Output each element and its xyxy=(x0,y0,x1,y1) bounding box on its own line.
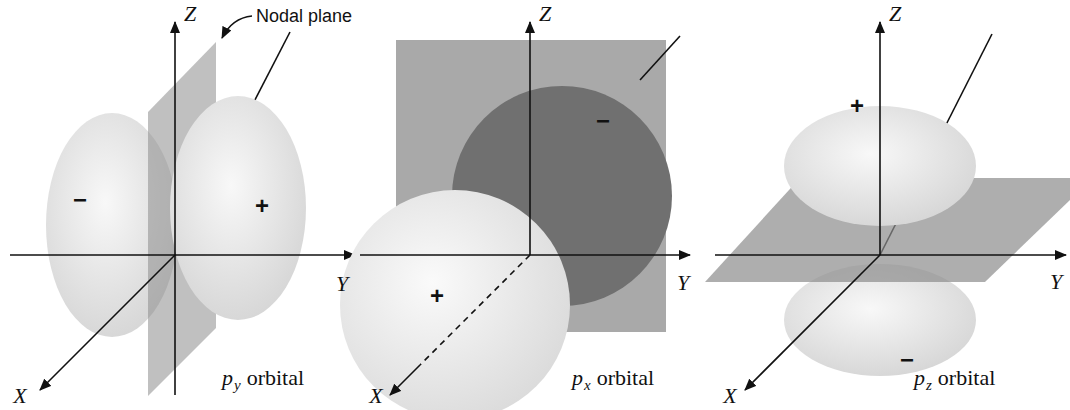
orbital-subscript: x xyxy=(584,377,591,393)
orbital-caption: pxorbital xyxy=(572,367,654,389)
orbital-symbol: p xyxy=(572,365,583,390)
phase-sign: − xyxy=(596,109,610,133)
axis-label: Y xyxy=(1050,271,1062,293)
axis-label: Z xyxy=(539,3,551,25)
phase-sign: − xyxy=(73,188,87,212)
axis-label: X xyxy=(723,385,736,407)
axis-label: Z xyxy=(889,3,901,25)
phase-sign: + xyxy=(255,194,269,218)
orbital-word: orbital xyxy=(938,365,995,390)
phase-sign: + xyxy=(430,284,444,308)
orbital-word: orbital xyxy=(597,365,654,390)
orbital-symbol: p xyxy=(914,365,925,390)
py-orbital xyxy=(10,16,355,396)
orbital-caption: pyorbital xyxy=(222,367,304,389)
axis-label: Y xyxy=(336,273,348,295)
orbital-word: orbital xyxy=(247,365,304,390)
axis-label: X xyxy=(13,385,26,407)
px-orbital xyxy=(340,22,690,410)
pz-orbital xyxy=(705,22,1070,390)
axis-label: Z xyxy=(184,3,196,25)
axis-label: X xyxy=(369,385,382,407)
orbital-subscript: y xyxy=(234,377,241,393)
orbital-symbol: p xyxy=(222,365,233,390)
orbital-caption: pzorbital xyxy=(914,367,995,389)
callout-label: Nodal plane xyxy=(256,7,352,25)
axis-label: Y xyxy=(677,272,689,294)
orbital-subscript: z xyxy=(926,377,932,393)
phase-sign: − xyxy=(900,348,914,372)
phase-sign: + xyxy=(850,94,864,118)
